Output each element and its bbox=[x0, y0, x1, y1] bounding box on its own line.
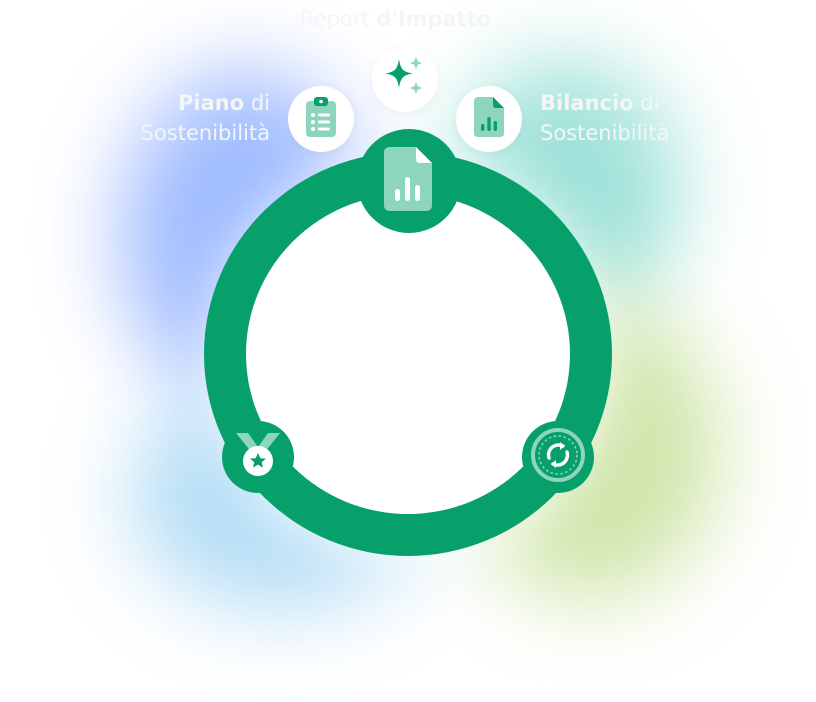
report-impatto-label: Report d'Impatto bbox=[300, 4, 491, 34]
bilancio-label-line2: Sostenibilità bbox=[540, 121, 670, 145]
report-chart-icon bbox=[474, 97, 504, 141]
report-bubble bbox=[456, 86, 522, 152]
piano-label-normal: di bbox=[244, 91, 270, 115]
bilancio-label-normal: di bbox=[633, 91, 660, 115]
top-node bbox=[357, 129, 461, 233]
medal-icon bbox=[234, 433, 282, 481]
report-chart-icon bbox=[384, 147, 434, 215]
report-impatto-label-bold: d'Impatto bbox=[376, 7, 492, 31]
sparkle-icon bbox=[381, 53, 429, 105]
cycle-icon bbox=[530, 427, 586, 487]
bilancio-sostenibilita-label: Bilancio di Sostenibilità bbox=[540, 88, 669, 148]
piano-sostenibilita-label: Piano di Sostenibilità bbox=[118, 88, 270, 148]
bilancio-label-bold: Bilancio bbox=[540, 91, 634, 115]
left-node bbox=[222, 421, 294, 493]
piano-label-bold: Piano bbox=[178, 91, 245, 115]
piano-label-line2: Sostenibilità bbox=[140, 121, 270, 145]
plan-bubble bbox=[288, 86, 354, 152]
report-impatto-label-normal: Report bbox=[300, 7, 377, 31]
clipboard-list-icon bbox=[306, 97, 336, 141]
sparkle-bubble bbox=[372, 46, 438, 112]
right-node bbox=[522, 421, 594, 493]
